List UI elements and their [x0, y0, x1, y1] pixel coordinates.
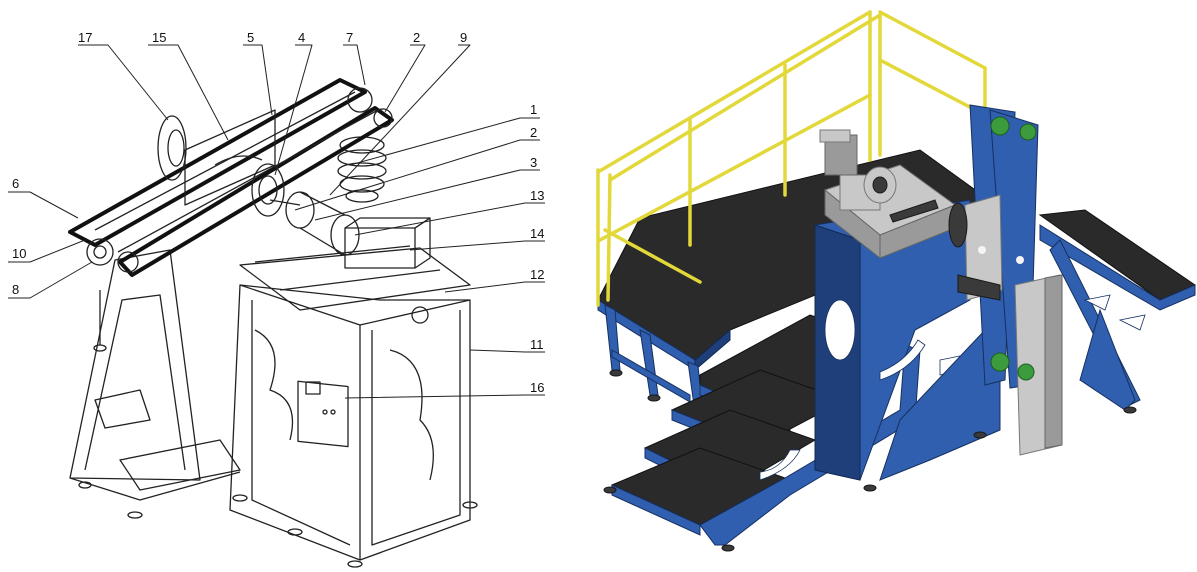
machine-frame	[814, 199, 1137, 492]
callout-5: 5	[247, 30, 254, 45]
left-panel-line-drawing: 17 15 5 4 7 2 9 1 2 3 13 14 12 11 16 6 1…	[8, 30, 545, 568]
cabinet-box	[229, 284, 478, 568]
callout-13: 13	[530, 188, 544, 203]
callout-numbers: 17 15 5 4 7 2 9 1 2 3 13 14 12 11 16 6 1…	[12, 30, 544, 395]
spindle-assembly	[239, 191, 471, 324]
belt-arms	[68, 78, 394, 277]
tall-arm	[948, 104, 1063, 456]
callout-6: 6	[12, 176, 19, 191]
callout-16: 16	[530, 380, 544, 395]
pulleys	[86, 87, 393, 273]
callout-14: 14	[530, 226, 544, 241]
callout-4: 4	[298, 30, 305, 45]
callout-10: 10	[12, 246, 26, 261]
callout-3: 3	[530, 155, 537, 170]
callout-leaders	[8, 44, 545, 399]
support-frame	[69, 249, 248, 519]
callout-1: 1	[530, 102, 537, 117]
callout-15: 15	[152, 30, 166, 45]
callout-12: 12	[530, 267, 544, 282]
callout-17: 17	[78, 30, 92, 45]
callout-11: 11	[530, 337, 544, 352]
callout-2-right: 2	[530, 125, 537, 140]
right-panel-render	[596, 10, 1197, 552]
callout-7: 7	[346, 30, 353, 45]
machine-bed	[819, 129, 957, 260]
callout-9: 9	[460, 30, 467, 45]
railing	[596, 10, 987, 307]
callout-8: 8	[12, 282, 19, 297]
callout-2-top: 2	[413, 30, 420, 45]
